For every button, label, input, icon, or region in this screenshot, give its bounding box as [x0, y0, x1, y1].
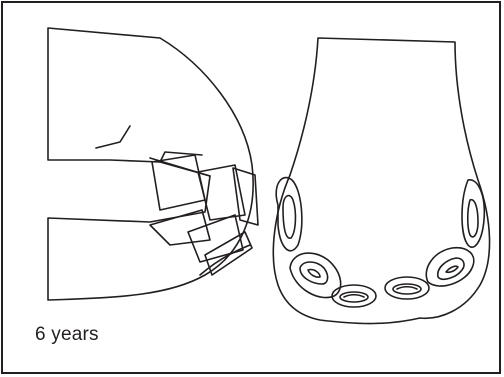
incisor-left-central: [332, 285, 376, 307]
incisor-right-lateral: [426, 248, 473, 286]
incisor-left-lateral: [290, 253, 341, 298]
incisor-left-corner: [276, 178, 302, 251]
jaw-front-view: [273, 38, 489, 324]
jaw-side-view: [48, 28, 258, 300]
jaw-front-outline: [273, 38, 489, 324]
upper-incisor-1: [152, 155, 205, 210]
incisor-right-central: [385, 277, 429, 299]
age-caption: 6 years: [35, 324, 99, 346]
incisor-right-corner: [462, 180, 484, 247]
